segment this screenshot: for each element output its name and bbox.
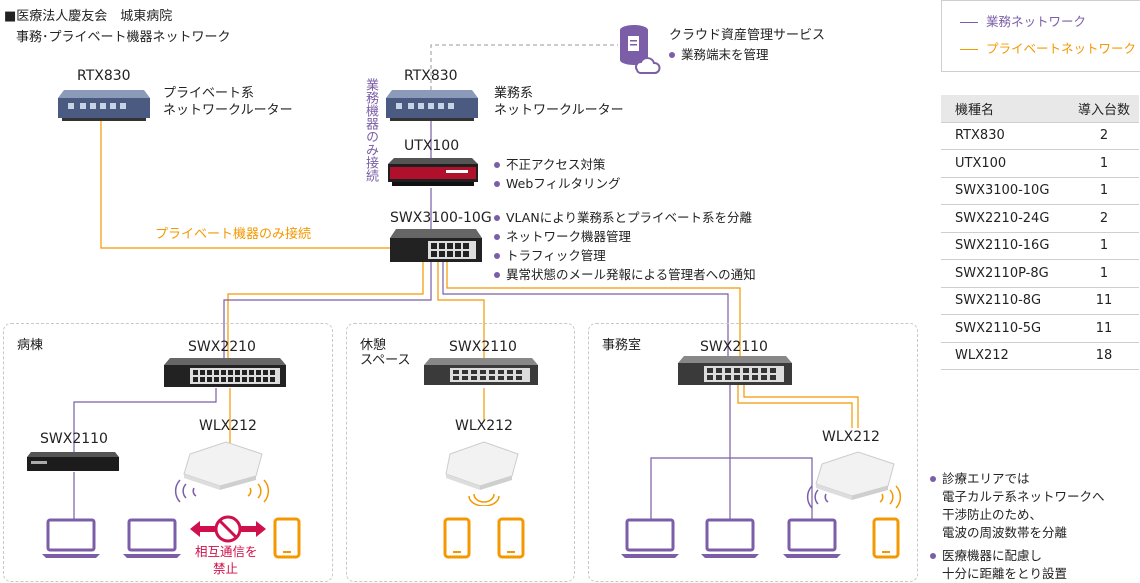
zone-ward	[3, 323, 333, 582]
model-cell: WLX212	[941, 342, 1069, 370]
column-header-model: 機種名	[941, 95, 1069, 123]
count-cell: 1	[1069, 259, 1139, 288]
prohibited-communication-icon	[190, 515, 266, 543]
count-cell: 2	[1069, 204, 1139, 233]
count-cell: 1	[1069, 177, 1139, 205]
tablet-icon	[872, 517, 900, 559]
ward-sub-switch-model: SWX2110	[40, 431, 108, 447]
ban-label-line1: 相互通信を	[195, 544, 258, 559]
router-icon	[386, 90, 478, 121]
ward-ap-model: WLX212	[199, 418, 257, 434]
note-frequency-separation: 診療エリアでは 電子カルテ系ネットワークへ 干渉防止のため、 電波の周波数帯を分…	[930, 470, 1105, 542]
private-only-label: プライベート機器のみ接続	[155, 227, 312, 242]
cloud-bullets: 業務端末を管理	[669, 45, 769, 64]
rest-switch-model: SWX2110	[449, 339, 517, 355]
core-switch-model: SWX3100-10G	[390, 210, 492, 226]
rtx-business-desc1: 業務系	[494, 86, 534, 101]
rtx-private-model: RTX830	[77, 68, 131, 84]
switch-icon	[27, 452, 119, 471]
zone-ward-name: 病棟	[17, 338, 44, 353]
zone-rest-name-line2: スペース	[360, 353, 411, 368]
zone-office-name: 事務室	[602, 338, 642, 353]
ban-label-line2: 禁止	[213, 561, 239, 576]
org-title: ■医療法人慶友会 城東病院	[4, 9, 173, 24]
model-cell: UTX100	[941, 149, 1069, 178]
model-cell: SWX2110-16G	[941, 232, 1069, 260]
zone-office	[588, 323, 918, 582]
utx-model: UTX100	[404, 138, 460, 154]
zone-rest-name-line1: 休憩	[360, 338, 387, 353]
tablet-icon	[497, 517, 525, 559]
model-cell: SWX2210-24G	[941, 204, 1069, 233]
router-icon	[58, 90, 150, 121]
utx-bullets: 不正アクセス対策 Webフィルタリング	[494, 155, 621, 193]
access-point-icon	[806, 451, 902, 509]
table-header-row: 機種名 導入台数	[941, 95, 1139, 123]
laptop-icon	[621, 518, 679, 558]
model-cell: RTX830	[941, 122, 1069, 150]
model-cell: SWX2110-8G	[941, 287, 1069, 315]
zone-rest	[346, 323, 575, 582]
cloud-database-icon	[620, 25, 661, 74]
laptop-icon	[783, 518, 841, 558]
switch-icon	[678, 356, 792, 385]
legend-private: プライベートネットワーク	[960, 41, 1136, 57]
switch-icon	[424, 358, 538, 385]
legend: 業務ネットワーク プライベートネットワーク	[941, 0, 1140, 72]
note-medical-equipment: 医療機器に配慮し 十分に距離をとり設置	[930, 547, 1067, 583]
column-header-count: 導入台数	[1069, 95, 1139, 123]
switch-icon	[164, 358, 286, 387]
page-title: 事務･プライベート機器ネットワーク	[16, 30, 231, 45]
count-cell: 11	[1069, 314, 1139, 343]
count-cell: 2	[1069, 122, 1139, 150]
switch-icon	[390, 229, 482, 262]
access-point-icon	[174, 441, 270, 503]
business-only-label: 業務機器のみ接続	[363, 78, 378, 182]
rtx-private-desc2: ネットワークルーター	[163, 103, 293, 118]
laptop-icon	[42, 518, 100, 558]
office-switch-model: SWX2110	[700, 339, 768, 355]
office-ap-model: WLX212	[822, 429, 880, 445]
model-cell: SWX2110-5G	[941, 314, 1069, 343]
firewall-icon	[388, 158, 478, 186]
laptop-icon	[123, 518, 181, 558]
count-cell: 1	[1069, 149, 1139, 178]
count-cell: 18	[1069, 342, 1139, 370]
tablet-icon	[443, 517, 471, 559]
count-cell: 1	[1069, 232, 1139, 260]
tablet-icon	[273, 517, 301, 559]
count-cell: 11	[1069, 287, 1139, 315]
rtx-business-desc2: ネットワークルーター	[494, 103, 624, 118]
core-bullets: VLANにより業務系とプライベート系を分離 ネットワーク機器管理 トラフィック管…	[494, 208, 756, 284]
rtx-business-model: RTX830	[404, 68, 458, 84]
legend-business: 業務ネットワーク	[960, 14, 1086, 30]
model-cell: SWX2110P-8G	[941, 259, 1069, 288]
ward-switch-model: SWX2210	[188, 339, 256, 355]
laptop-icon	[701, 518, 759, 558]
rest-ap-model: WLX212	[455, 418, 513, 434]
access-point-icon	[445, 441, 519, 506]
model-cell: SWX3100-10G	[941, 177, 1069, 205]
cloud-title: クラウド資産管理サービス	[669, 28, 826, 43]
rtx-private-desc1: プライベート系	[163, 86, 255, 101]
